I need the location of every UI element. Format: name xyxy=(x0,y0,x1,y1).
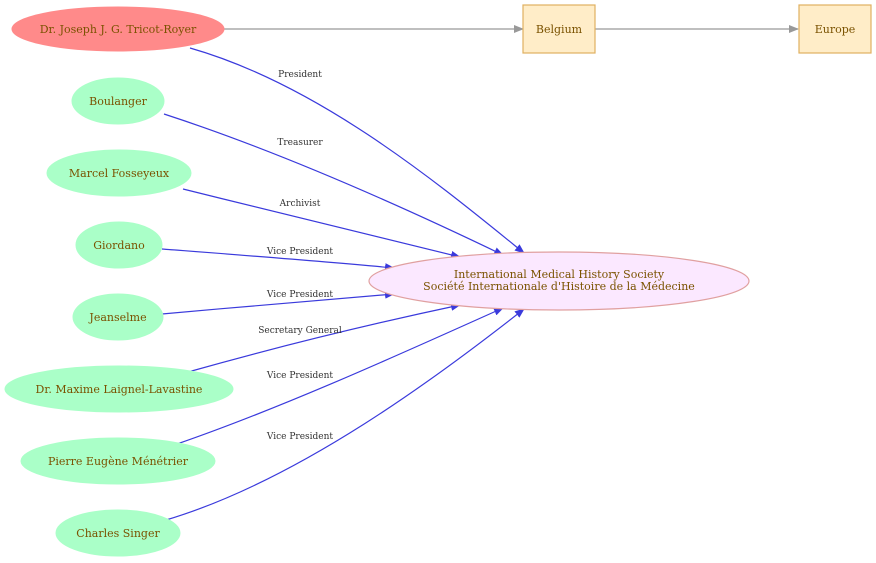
edge-giordano-society xyxy=(161,248,395,272)
edge-label-president: President xyxy=(278,70,322,80)
edge-singer-society xyxy=(165,308,525,521)
node-label: Boulanger xyxy=(89,95,148,108)
node-belgium[interactable]: Belgium xyxy=(522,4,596,54)
node-boulanger[interactable]: Boulanger xyxy=(71,77,165,125)
node-jeanselme[interactable]: Jeanselme xyxy=(72,293,164,341)
node-giordano[interactable]: Giordano xyxy=(75,221,163,269)
edge-label-treasurer: Treasurer xyxy=(277,138,323,148)
node-label: Dr. Maxime Laignel-Lavastine xyxy=(36,383,203,396)
node-society[interactable]: International Medical History Society So… xyxy=(368,251,750,311)
edge-label-vice-president: Vice President xyxy=(266,290,334,300)
node-label: Dr. Joseph J. G. Tricot-Royer xyxy=(40,23,197,36)
node-menetrier[interactable]: Pierre Eugène Ménétrier xyxy=(20,437,216,485)
edge-fosseyeux-society xyxy=(182,188,461,259)
node-label: Belgium xyxy=(536,23,583,36)
node-label: Charles Singer xyxy=(76,527,160,540)
edge-laignel-society xyxy=(187,302,461,373)
edge-label-vice-president: Vice President xyxy=(266,247,334,257)
node-tricot-royer[interactable]: Dr. Joseph J. G. Tricot-Royer xyxy=(11,6,225,52)
node-fosseyeux[interactable]: Marcel Fosseyeux xyxy=(46,149,192,197)
node-label: Jeanselme xyxy=(88,311,146,324)
node-singer[interactable]: Charles Singer xyxy=(55,509,181,557)
node-label: Giordano xyxy=(93,239,145,252)
edge-label-vice-president: Vice President xyxy=(266,432,334,442)
society-name-english: International Medical History Society xyxy=(454,268,665,281)
edge-label-vice-president: Vice President xyxy=(266,371,334,381)
node-europe[interactable]: Europe xyxy=(798,4,872,54)
edge-menetrier-society xyxy=(176,307,504,445)
society-name-french: Société Internationale d'Histoire de la … xyxy=(423,280,695,293)
node-laignel-lavastine[interactable]: Dr. Maxime Laignel-Lavastine xyxy=(4,365,234,413)
edge-label-secretary-general: Secretary General xyxy=(258,326,342,336)
edge-boulanger-society xyxy=(163,113,504,256)
edge-label-archivist: Archivist xyxy=(279,199,321,209)
edge-tricot-society xyxy=(189,47,525,254)
node-label: Europe xyxy=(815,23,856,36)
node-label: Pierre Eugène Ménétrier xyxy=(48,455,189,468)
node-label: Marcel Fosseyeux xyxy=(69,167,170,180)
edge-jeanselme-society xyxy=(161,290,395,315)
